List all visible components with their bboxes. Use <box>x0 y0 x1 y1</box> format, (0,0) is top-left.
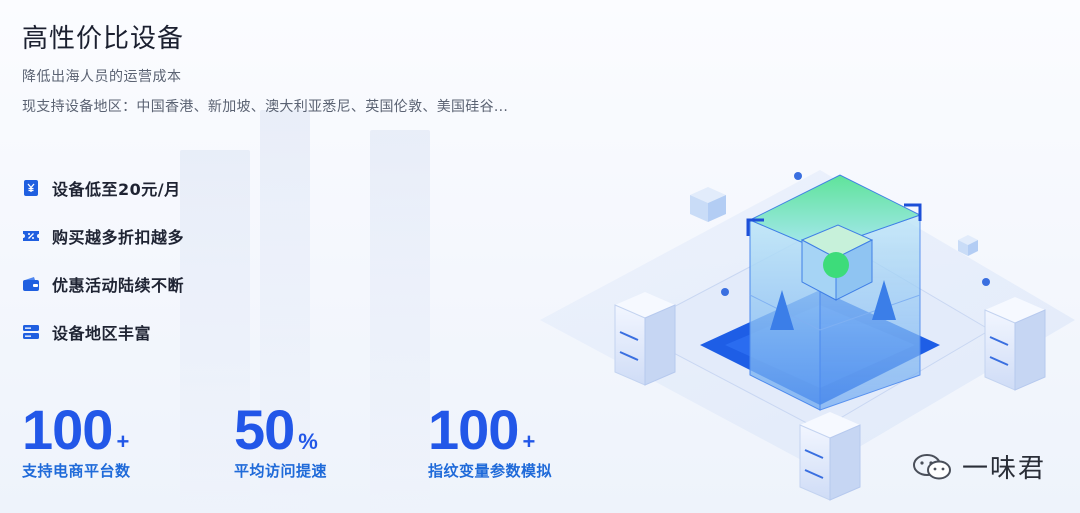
yuan-tag-icon <box>22 179 40 197</box>
core-green-orb <box>823 252 849 278</box>
stat-label: 支持电商平台数 <box>22 462 131 480</box>
stat-label: 指纹变量参数模拟 <box>428 462 553 480</box>
wallet-icon <box>22 275 40 293</box>
page-subtitle: 降低出海人员的运营成本 <box>22 69 182 85</box>
floating-cube-right <box>958 235 978 256</box>
stat-fingerprint: 100+ 指纹变量参数模拟 <box>428 400 552 481</box>
crystal-right <box>872 280 896 320</box>
server-list-icon <box>22 323 40 341</box>
datacenter-illustration <box>520 140 1080 513</box>
server-rack-right <box>984 297 1046 391</box>
stat-suffix: % <box>298 429 318 454</box>
feature-label: 设备地区丰富 <box>52 324 152 343</box>
feature-label: 购买越多折扣越多 <box>52 228 185 247</box>
stat-value: 100 <box>22 398 113 461</box>
background-building <box>260 110 310 513</box>
stat-value: 50 <box>234 398 295 461</box>
floating-cube-left <box>690 187 726 222</box>
background-building <box>180 150 250 513</box>
server-rack-bottom <box>799 412 861 501</box>
stat-suffix: + <box>116 429 130 454</box>
crystal-left <box>770 290 794 330</box>
feature-item-discount: 购买越多折扣越多 <box>22 224 184 248</box>
node-dot <box>794 172 802 180</box>
supported-regions-text: 现支持设备地区：中国香港、新加坡、澳大利亚悉尼、英国伦敦、美国硅谷... <box>22 99 509 115</box>
discount-ticket-icon <box>22 227 40 245</box>
server-rack-left <box>614 292 676 386</box>
feature-list: 设备低至20元/月 购买越多折扣越多 优惠活动陆续不断 <box>22 176 184 368</box>
feature-label: 设备低至20元/月 <box>52 180 181 199</box>
page-title: 高性价比设备 <box>22 24 185 54</box>
watermark-text: 一味君 <box>962 454 1047 484</box>
feature-item-regions: 设备地区丰富 <box>22 320 184 344</box>
node-dot <box>982 278 990 286</box>
feature-item-promotions: 优惠活动陆续不断 <box>22 272 184 296</box>
background-building <box>370 130 430 513</box>
feature-item-low-price: 设备低至20元/月 <box>22 176 184 200</box>
stat-label: 平均访问提速 <box>234 462 328 480</box>
stat-suffix: + <box>522 429 536 454</box>
feature-label: 优惠活动陆续不断 <box>52 276 185 295</box>
node-dot <box>721 288 729 296</box>
stat-value: 100 <box>428 398 519 461</box>
wechat-icon <box>912 452 952 482</box>
stat-platforms: 100+ 支持电商平台数 <box>22 400 131 481</box>
stat-speedup: 50% 平均访问提速 <box>234 400 327 481</box>
watermark: 一味君 <box>912 448 1046 485</box>
